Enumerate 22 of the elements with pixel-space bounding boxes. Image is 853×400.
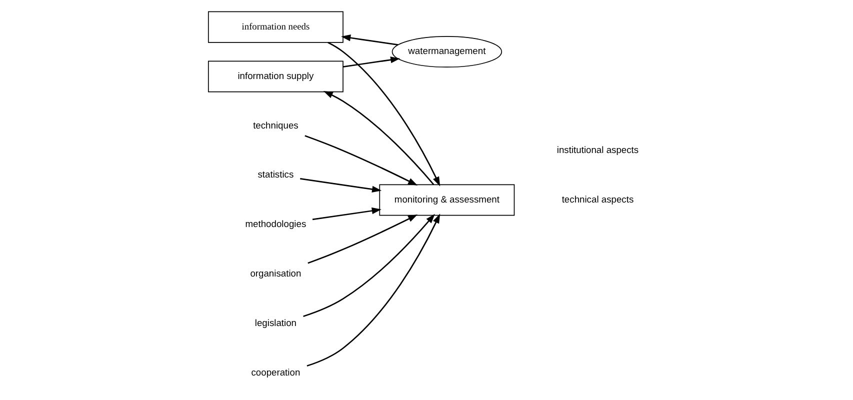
node-text: cooperation <box>251 367 300 378</box>
node-text: legislation <box>254 318 297 328</box>
node-text: organisation <box>250 268 302 279</box>
arrow <box>312 207 382 220</box>
arrow <box>342 56 400 68</box>
arrow <box>308 214 418 264</box>
arrow <box>323 91 434 186</box>
node-ellipse: watermanagement <box>392 36 502 68</box>
node-text: techniques <box>253 120 298 130</box>
arrow <box>303 214 435 317</box>
arrow <box>300 178 382 193</box>
arrow <box>328 42 440 186</box>
node-text: statistics <box>258 170 294 180</box>
label: technical aspects <box>562 194 634 204</box>
arrow <box>304 135 418 186</box>
node-box: information supply <box>208 60 344 92</box>
label: institutional aspects <box>556 144 639 155</box>
node-text: methodologies <box>245 219 306 230</box>
node-box: monitoring & assessment <box>379 184 515 216</box>
arrow <box>306 214 440 367</box>
arrow <box>341 34 398 46</box>
node-box: information needs <box>208 11 344 43</box>
